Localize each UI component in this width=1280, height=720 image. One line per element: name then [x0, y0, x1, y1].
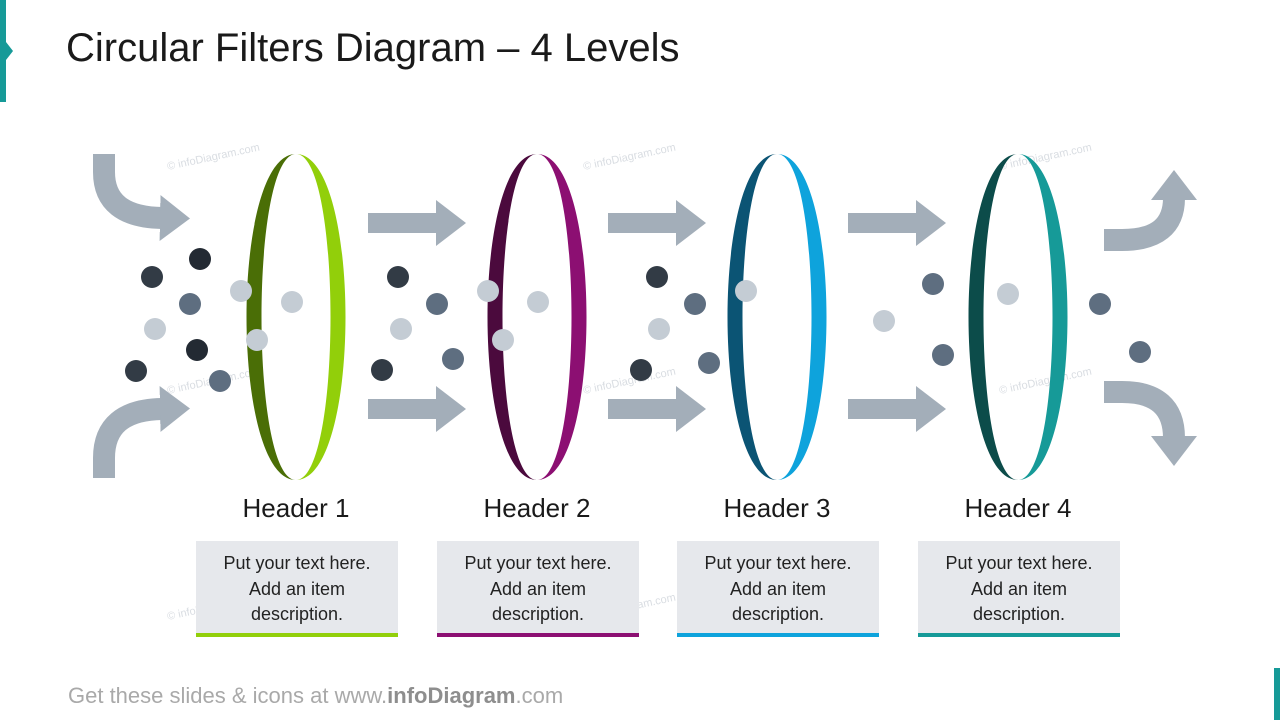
particle [630, 359, 652, 381]
connector-arrows [368, 200, 946, 432]
ring-3-front [777, 154, 827, 480]
level-2-description: Put your text here. Add an item descript… [437, 541, 639, 633]
description-line: description. [250, 604, 344, 624]
slide-title: Circular Filters Diagram – 4 Levels [66, 26, 680, 70]
particle [387, 266, 409, 288]
ring-1-front [296, 154, 346, 480]
input-arrows [93, 154, 190, 478]
description-line: description. [491, 604, 585, 624]
particle [426, 293, 448, 315]
particle [189, 248, 211, 270]
particle [527, 291, 549, 313]
accent-notch [6, 42, 13, 60]
particle [246, 329, 268, 351]
description-line: Put your text here. [945, 553, 1093, 573]
description-line: description. [972, 604, 1066, 624]
curved-arrow-out-bottom [1104, 381, 1197, 466]
particle [648, 318, 670, 340]
level-1-underline [196, 633, 398, 637]
ring-4-front [1018, 154, 1068, 480]
particle [1089, 293, 1111, 315]
particle [873, 310, 895, 332]
footer-prefix: Get these slides & icons at www. [68, 683, 388, 708]
level-1-description: Put your text here. Add an item descript… [196, 541, 398, 633]
filter-ring-1 [246, 154, 346, 480]
particle [390, 318, 412, 340]
description-line: Add an item [489, 578, 587, 599]
particle [922, 273, 944, 295]
watermark: © infoDiagram.com [166, 142, 261, 173]
accent-bar-left [0, 0, 6, 102]
particle [209, 370, 231, 392]
curved-arrow-in-top [93, 154, 190, 241]
footer-credit: Get these slides & icons at www.infoDiag… [68, 683, 563, 709]
particle [141, 266, 163, 288]
curved-arrow-in-bottom [93, 386, 190, 478]
particle [477, 280, 499, 302]
particle [684, 293, 706, 315]
watermark: © infoDiagram.com [998, 142, 1093, 173]
ring-2-front [537, 154, 587, 480]
particle [997, 283, 1019, 305]
level-3-description: Put your text here. Add an item descript… [677, 541, 879, 633]
filter-ring-4 [968, 154, 1068, 480]
particle [932, 344, 954, 366]
level-1-header: Header 1 [242, 493, 350, 523]
watermark: © infoDiagram.com [998, 366, 1093, 397]
particle [179, 293, 201, 315]
particle [281, 291, 303, 313]
ring-3-back [727, 154, 777, 480]
footer-brand: infoDiagram [387, 683, 516, 708]
particles [125, 248, 1151, 392]
description-line: Add an item [248, 578, 346, 599]
level-4-description: Put your text here. Add an item descript… [918, 541, 1120, 633]
particle [1129, 341, 1151, 363]
ring-4-back [968, 154, 1018, 480]
description-line: Add an item [970, 578, 1068, 599]
watermark: © infoDiagram.com [582, 142, 677, 173]
particle [442, 348, 464, 370]
level-3-header: Header 3 [723, 493, 831, 523]
particle [735, 280, 757, 302]
ring-1-back [246, 154, 296, 480]
description-line: Put your text here. [464, 553, 612, 573]
particle [646, 266, 668, 288]
level-4-underline [918, 633, 1120, 637]
level-4-header: Header 4 [964, 493, 1072, 523]
filter-ring-2 [487, 154, 587, 480]
particle [698, 352, 720, 374]
particle [492, 329, 514, 351]
level-2-header: Header 2 [483, 493, 591, 523]
description-line: Put your text here. [223, 553, 371, 573]
accent-bar-right [1274, 668, 1280, 720]
watermark: © infoDiagram.com [582, 366, 677, 397]
level-2-underline [437, 633, 639, 637]
description-line: Add an item [729, 578, 827, 599]
ring-2-back [487, 154, 537, 480]
description-line: Put your text here. [704, 553, 852, 573]
curved-arrow-out-top [1104, 170, 1197, 251]
particle [186, 339, 208, 361]
particle [125, 360, 147, 382]
level-3-underline [677, 633, 879, 637]
particle [371, 359, 393, 381]
description-line: description. [731, 604, 825, 624]
output-arrows [1104, 170, 1197, 466]
particle [230, 280, 252, 302]
filter-ring-3 [727, 154, 827, 480]
footer-suffix: .com [515, 683, 564, 708]
particle [144, 318, 166, 340]
